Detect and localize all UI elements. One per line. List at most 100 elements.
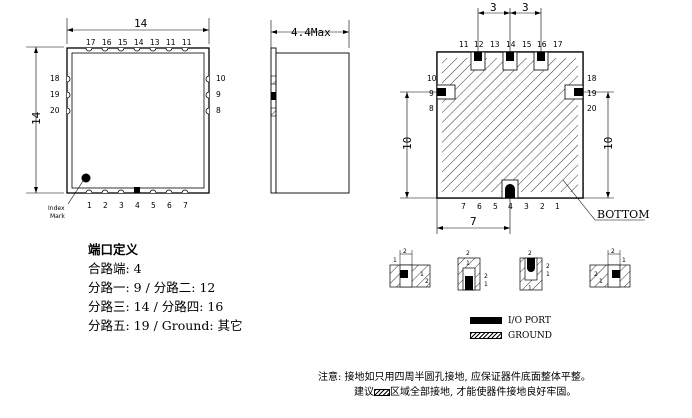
side-height-label: 4.4Max xyxy=(291,26,331,39)
io-port-swatch xyxy=(470,317,502,324)
legend: I/O PORT GROUND xyxy=(470,313,552,343)
bottom-right-dim: 10 xyxy=(602,137,615,150)
top-view: 14 14 17 16 15 14 xyxy=(26,17,226,220)
bottom-view-label: BOTTOM xyxy=(597,208,649,221)
top-pin-label: 7 xyxy=(183,201,188,210)
top-pin-label: 14 xyxy=(134,38,144,47)
top-pin-label: 3 xyxy=(119,201,124,210)
io-pad-14 xyxy=(506,52,514,61)
bottom-pin-label: 2 xyxy=(540,202,545,211)
top-pin-label: 8 xyxy=(216,106,221,115)
io-pad-9 xyxy=(437,88,446,96)
top-pin-label: 15 xyxy=(118,38,128,47)
index-mark-dot xyxy=(81,173,91,183)
bottom-pin-label: 15 xyxy=(522,40,532,49)
bottom-pin-label: 14 xyxy=(506,40,516,49)
top-shield-outline xyxy=(71,52,205,189)
legend-ground-row: GROUND xyxy=(470,328,552,343)
bottom-pin-label: 6 xyxy=(477,202,482,211)
top-pin-label: 18 xyxy=(50,74,60,83)
detail-dim-label: 1 xyxy=(528,285,532,292)
port-definition-line: 分路三: 14 / 分路四: 16 xyxy=(88,299,224,314)
note-line-2-before: 建议 xyxy=(354,387,374,398)
detail-dim-label: 2 xyxy=(466,250,470,257)
top-pin-label: 19 xyxy=(50,90,60,99)
top-pin-label: 16 xyxy=(102,38,112,47)
bottom-pin-label: 13 xyxy=(490,40,500,49)
detail-dim-label: 1 xyxy=(546,271,550,278)
detail-dim-label: 1 xyxy=(484,281,488,288)
detail-dim-label: 2 xyxy=(425,278,429,285)
bottom-pin-label: 4 xyxy=(508,202,513,211)
note-line-2-after: 区域全部接地, 才能使器件接地良好牢固。 xyxy=(390,387,577,398)
bottom-pin-label: 1 xyxy=(555,202,560,211)
detail-dim-label: 1 xyxy=(622,257,626,264)
bottom-pin-label: 19 xyxy=(587,89,597,98)
top-io-pad-4 xyxy=(134,187,140,193)
bottom-width-dim: 7 xyxy=(470,215,477,228)
io-pad-16 xyxy=(537,52,545,61)
bottom-left-dim: 10 xyxy=(401,137,414,150)
io-pad-12 xyxy=(474,52,482,61)
io-pad-4 xyxy=(505,184,515,198)
top-height-label: 14 xyxy=(30,111,43,125)
port-definition-line: 分路五: 19 / Ground: 其它 xyxy=(88,318,243,333)
side-view: 4.4Max xyxy=(270,20,350,194)
ground-swatch xyxy=(470,332,502,339)
bottom-view: 3 3 xyxy=(400,1,649,234)
bottom-pin-label: 3 xyxy=(524,202,529,211)
bottom-pin-label: 16 xyxy=(537,40,547,49)
port-definition-line: 合路端: 4 xyxy=(88,261,142,276)
port-definitions: 端口定义 合路端: 4 分路一: 9 / 分路二: 12 分路三: 14 / 分… xyxy=(88,240,243,335)
top-width-label: 14 xyxy=(134,17,148,30)
bottom-pin-label: 18 xyxy=(587,74,597,83)
top-pin-label: 17 xyxy=(86,38,96,47)
legend-io-row: I/O PORT xyxy=(470,313,552,328)
bottom-pin-label: 12 xyxy=(474,40,484,49)
top-pin-label: 5 xyxy=(151,201,156,210)
top-pin-label: 4 xyxy=(135,201,140,210)
detail-dim-label: 1 xyxy=(466,260,470,267)
legend-ground-label: GROUND xyxy=(508,330,553,341)
bottom-pin-label: 7 xyxy=(461,202,466,211)
top-pin-label: 20 xyxy=(50,106,60,115)
detail-dim-label: 1 xyxy=(420,271,424,278)
bottom-ground-area xyxy=(436,51,584,199)
detail-dim-label: 1 xyxy=(599,278,603,285)
bottom-pin-label: 17 xyxy=(553,40,563,49)
note-line-2: 建议 区域全部接地, 才能使器件接地良好牢固。 xyxy=(318,385,591,400)
top-pin-label: 11 xyxy=(166,38,176,47)
top-pin-label: 2 xyxy=(103,201,108,210)
pitch-label-left: 3 xyxy=(490,1,497,14)
mark-label: Mark xyxy=(50,213,65,220)
bottom-pin-label: 5 xyxy=(493,202,498,211)
detail-dim-label: 2 xyxy=(546,263,550,270)
bottom-pin-label: 20 xyxy=(587,104,597,113)
top-pin-label: 13 xyxy=(150,38,160,47)
detail-dim-label: 1 xyxy=(393,257,397,264)
detail-dim-label: 2 xyxy=(611,248,615,255)
bottom-pin-label: 11 xyxy=(459,40,469,49)
bottom-pin-label: 8 xyxy=(429,104,434,113)
note-line-1: 注意: 接地如只用四周半圆孔接地, 应保证器件底面整体平整。 xyxy=(318,372,591,383)
io-pad-19 xyxy=(574,88,583,96)
legend-io-label: I/O PORT xyxy=(508,315,551,326)
port-definitions-title: 端口定义 xyxy=(88,242,139,257)
ground-swatch-inline xyxy=(374,389,390,396)
detail-dim-label: 2 xyxy=(403,248,407,255)
index-label: Index xyxy=(48,205,65,212)
bottom-pin-label: 10 xyxy=(427,74,437,83)
pitch-label-right: 3 xyxy=(522,1,529,14)
detail-dim-label: 2 xyxy=(484,273,488,280)
top-pin-label: 6 xyxy=(167,201,172,210)
top-pin-label: 11 xyxy=(182,38,192,47)
top-pin-label: 10 xyxy=(216,74,226,83)
top-pin-label: 1 xyxy=(87,201,92,210)
port-definition-line: 分路一: 9 / 分路二: 12 xyxy=(88,280,216,295)
top-pin-label: 9 xyxy=(216,90,221,99)
detail-dim-label: 2 xyxy=(594,271,598,278)
detail-dim-label: 2 xyxy=(528,250,532,257)
bottom-pin-label: 9 xyxy=(429,89,434,98)
note: 注意: 接地如只用四周半圆孔接地, 应保证器件底面整体平整。 建议 区域全部接地,… xyxy=(318,370,591,400)
